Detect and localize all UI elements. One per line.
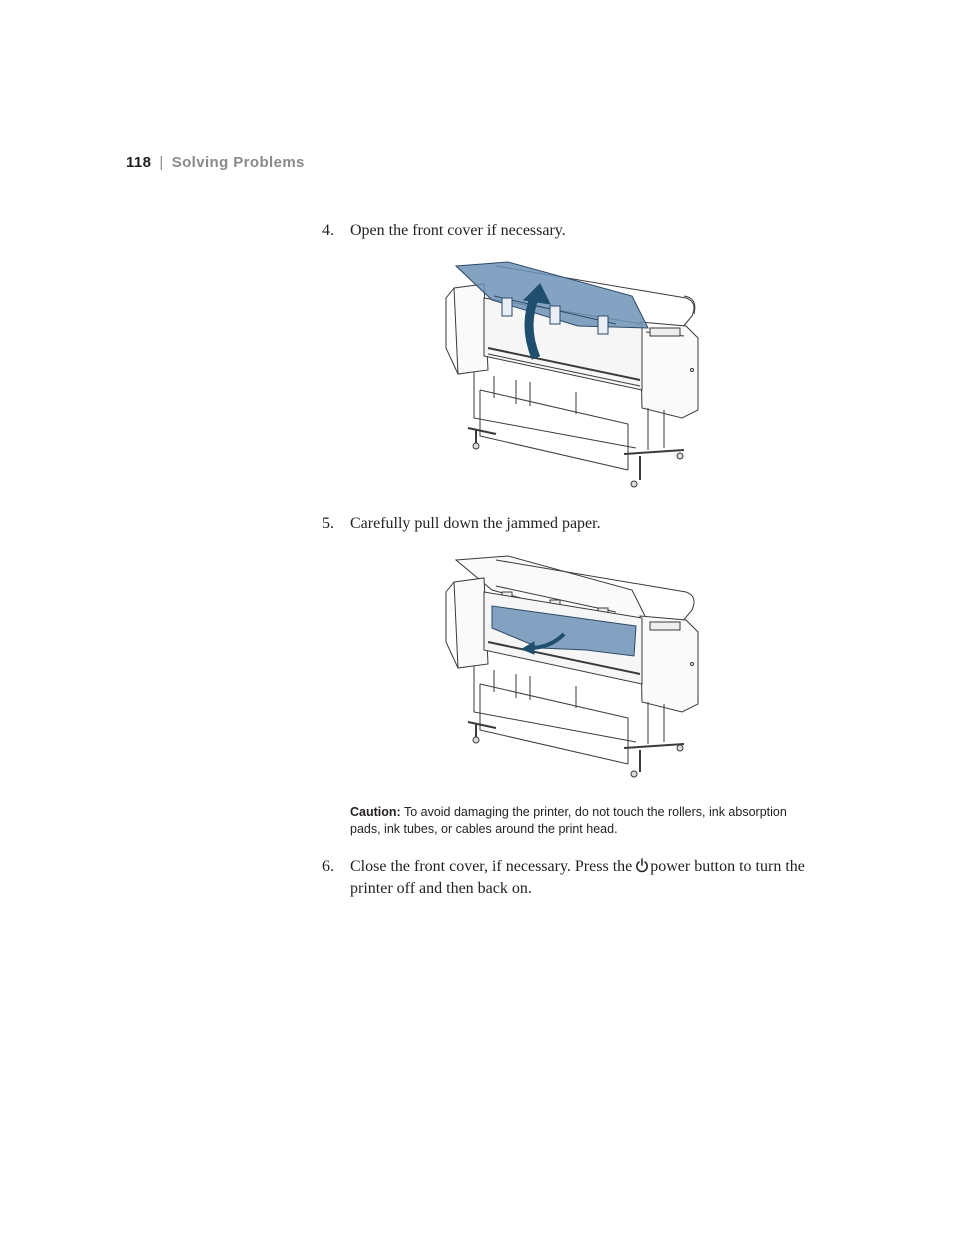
power-icon (635, 858, 649, 879)
step-text-after-icon: power button to turn the printer off and… (350, 858, 805, 897)
step-4: 4. Open the front cover if necessary. (322, 221, 832, 241)
step-5: 5. Carefully pull down the jammed paper. (322, 514, 832, 534)
caution-text: To avoid damaging the printer, do not to… (350, 805, 787, 836)
header-separator: | (159, 154, 164, 171)
caution-label: Caution: (350, 805, 401, 819)
chapter-title: Solving Problems (171, 154, 305, 171)
step-6: 6. Close the front cover, if necessary. … (322, 857, 832, 899)
step-text: Carefully pull down the jammed paper. (350, 515, 601, 532)
step-text-before-icon: Close the front cover, if necessary. Pre… (350, 858, 633, 875)
step-number: 6. (322, 858, 334, 875)
printer-open-cover-illustration (436, 258, 716, 492)
caution-note: Caution: To avoid damaging the printer, … (350, 804, 800, 838)
printer-jammed-paper-illustration (436, 552, 716, 782)
running-header: 118 | Solving Problems (126, 154, 305, 171)
page-number: 118 (126, 154, 152, 171)
step-number: 4. (322, 222, 334, 239)
step-number: 5. (322, 515, 334, 532)
step-text: Close the front cover, if necessary. Pre… (350, 857, 832, 899)
step-text: Open the front cover if necessary. (350, 222, 566, 239)
